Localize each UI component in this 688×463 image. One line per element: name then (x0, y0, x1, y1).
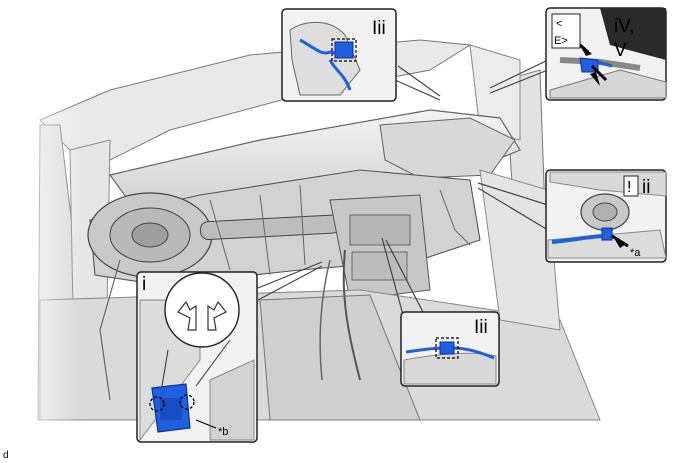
leader-mid-right (477, 182, 549, 206)
callout-mid-right: ! ii *a (545, 169, 667, 263)
figure-code: d (3, 450, 9, 461)
connector-block (151, 383, 191, 433)
callout-label-line2: V (614, 40, 627, 61)
mini-label-box (551, 13, 581, 49)
leader-bottom-left (257, 261, 323, 289)
claw-detail (177, 300, 197, 331)
harness-wire (451, 346, 495, 360)
leader-top-center (394, 79, 441, 101)
callout-label-line1: iV, (614, 16, 634, 37)
sub-label: *a (630, 247, 641, 259)
callout-label-box: ! (627, 179, 631, 196)
leader-top-right (489, 59, 549, 89)
leader-lines (257, 59, 549, 323)
connector-block (439, 341, 455, 355)
leader-top-center-2 (397, 65, 441, 97)
connector-highlight (331, 38, 357, 62)
callout-label: ii (642, 177, 650, 198)
leader-mid-right-2 (477, 187, 549, 231)
label-box (623, 175, 639, 197)
claw-detail (207, 300, 227, 331)
callout-label: Iii (474, 317, 488, 338)
callout-bottom-center: Iii (400, 311, 500, 387)
callout-top-center: Iii (281, 8, 397, 102)
leader-top-right-2 (489, 69, 549, 94)
callout-bottom-left: i *b (136, 271, 258, 443)
mini-label-bottom: E> (554, 35, 568, 47)
connector-block (601, 227, 613, 241)
connector-block (334, 41, 354, 59)
claw-highlight (149, 396, 165, 412)
callout-label: Iii (372, 18, 386, 39)
claw-highlight (179, 394, 195, 410)
harness-wire (597, 60, 613, 68)
harness-wire (328, 59, 352, 91)
sub-label: *b (218, 426, 228, 438)
connector-highlight (435, 337, 459, 359)
leader-bottom-center-2 (385, 239, 427, 319)
callout-label: i (142, 274, 146, 295)
callout-top-right: < E> iV, V (545, 7, 667, 101)
leader-bottom-left-2 (257, 265, 323, 301)
harness-wire (299, 38, 347, 57)
magnify-circle (164, 272, 240, 348)
mini-label-top: < (556, 18, 562, 30)
leader-bottom-center (381, 237, 406, 323)
arrow-icon (590, 72, 600, 86)
